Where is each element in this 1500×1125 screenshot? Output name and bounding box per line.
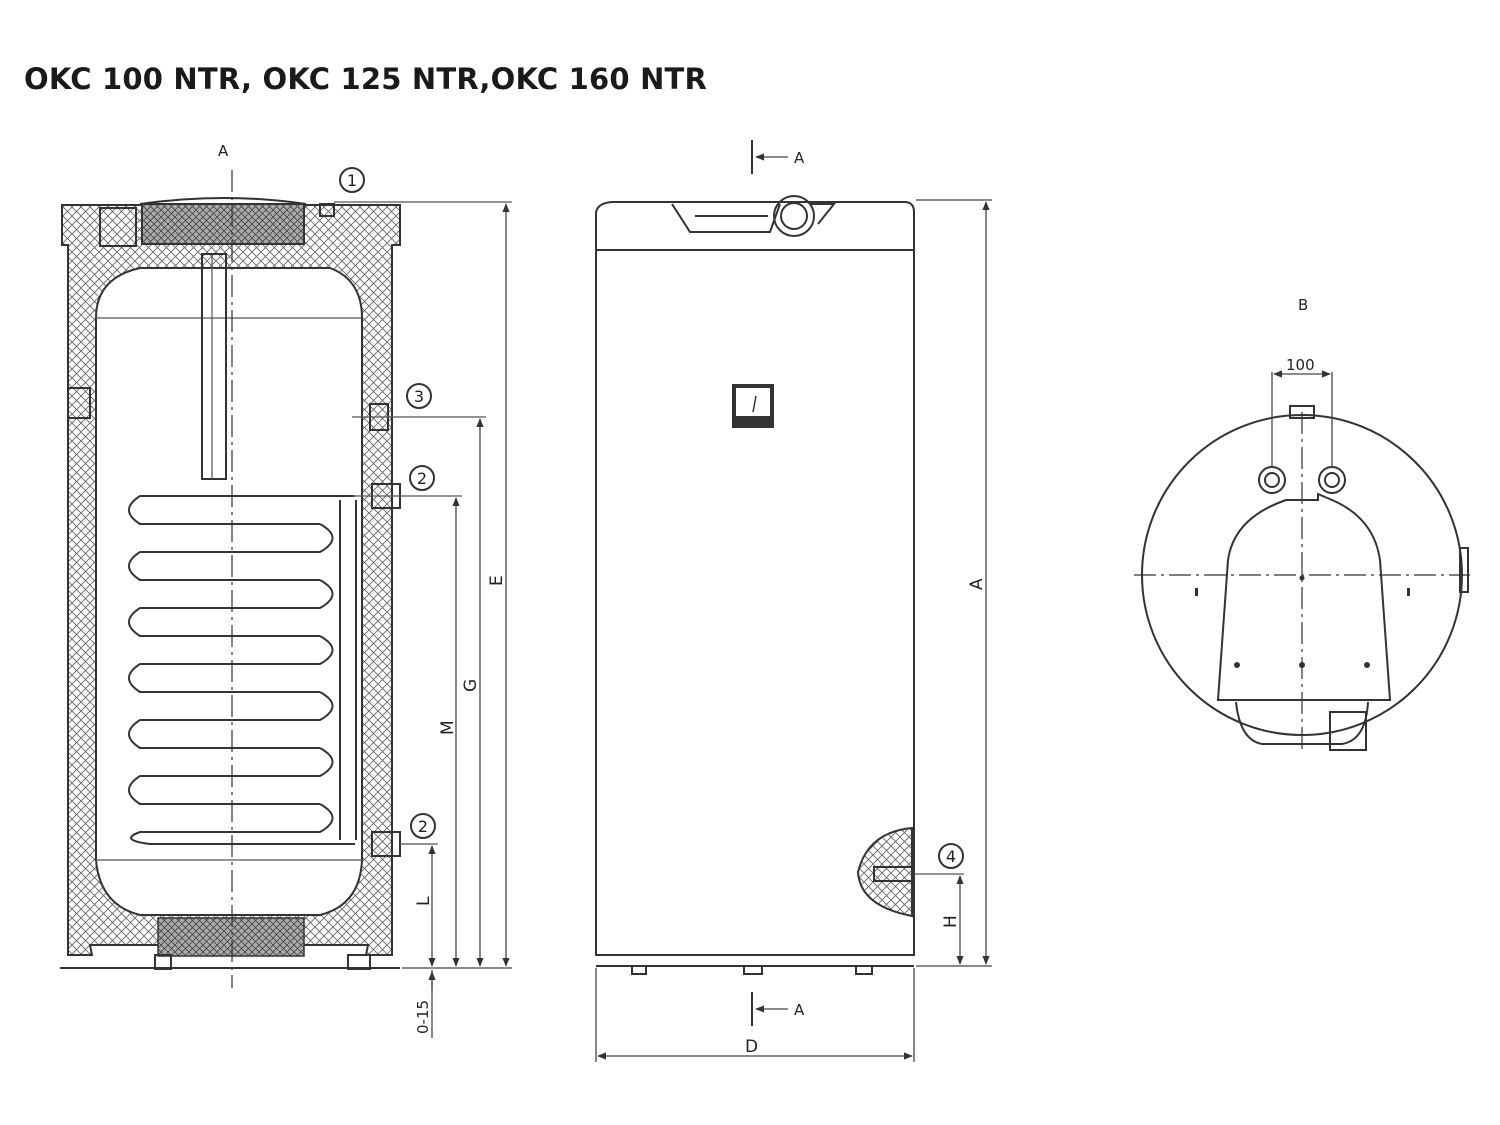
- dim-label-l: L: [414, 896, 434, 906]
- section-marker-top: A: [794, 149, 805, 167]
- section-marker-bottom: A: [794, 1001, 805, 1019]
- callout-1: 1: [347, 171, 357, 190]
- dim-label-g: G: [461, 679, 481, 692]
- dim-label-m: M: [438, 720, 458, 735]
- callout-3: 3: [414, 387, 424, 406]
- inner-cover: [1216, 492, 1392, 701]
- front-housing: [595, 201, 915, 956]
- dim-label-a: A: [967, 578, 987, 590]
- dim-label-e: E: [487, 575, 507, 586]
- callout-4: 4: [946, 847, 956, 866]
- section-label-a: A: [218, 142, 229, 160]
- dim-label-h: H: [941, 915, 961, 928]
- heat-exchanger-coil: [128, 495, 355, 845]
- callout-2-upper: 2: [417, 469, 427, 488]
- callout-2-lower: 2: [418, 817, 428, 836]
- page-title: OKC 100 NTR, OKC 125 NTR,OKC 160 NTR: [24, 62, 708, 96]
- inner-tank: [95, 267, 363, 916]
- dim-label-gap: 0-15: [414, 1000, 432, 1034]
- dim-label-d: D: [745, 1037, 758, 1057]
- section-view: A 1 3 2 2 E G M L 0-15: [60, 142, 512, 1038]
- top-cover: [141, 203, 305, 245]
- top-view: B 100: [1134, 296, 1470, 752]
- spacing-label-100: 100: [1286, 356, 1315, 374]
- bottom-insulation: [157, 917, 305, 957]
- front-view: A A 4 A H D: [595, 140, 992, 1062]
- sensor-cutout: [856, 826, 913, 918]
- view-label-b: B: [1298, 296, 1308, 314]
